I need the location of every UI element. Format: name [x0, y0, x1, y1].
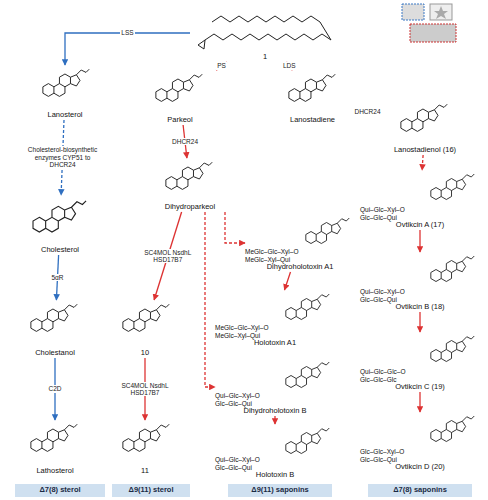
reaction-arrow	[65, 33, 190, 65]
compound-name: Ovtikcin D (20)	[395, 463, 445, 472]
compound-box: Holotoxin B Qui–Glc–Xyl–OGlc–Glc–Qui	[215, 424, 335, 480]
enzyme-label: 5αR	[50, 274, 64, 281]
compound-name: 11	[141, 467, 149, 476]
enzyme-label: PS	[216, 62, 227, 69]
class-band: Δ9(11) sterol	[112, 484, 190, 497]
compound-name: Ovtikcin A (17)	[396, 221, 444, 230]
reaction-arrow	[419, 230, 420, 252]
compound-box: Ovtikcin D (20) Glc–Glc–Xyl–OGlc–Glc–Qui	[360, 412, 480, 472]
compound-name: Cholestanol	[35, 349, 75, 358]
class-band: Δ9(11) saponins	[228, 484, 332, 497]
compound-name: Δ9(11) saponins	[251, 486, 309, 495]
compound-box: Lathosterol	[10, 420, 100, 476]
enzyme-label: DHCR24	[353, 108, 381, 115]
compound-box: Lanosterol	[10, 65, 120, 120]
reaction-arrow	[419, 312, 420, 332]
sugar-chain: Qui–Glc–Xyl–O	[360, 288, 405, 295]
sugar-chain: Glc–Glc–Qui	[215, 464, 252, 471]
steroid-skeletons	[31, 69, 474, 453]
enzyme-label: LSS	[120, 29, 134, 36]
enzyme-label: SC4MOL NsdhL HSD17B7	[118, 382, 172, 397]
compound-name: Δ7(8) sterol	[39, 486, 80, 495]
compound-name: Dihydroparkeol	[165, 203, 215, 212]
organism-thumbnails	[402, 4, 456, 42]
compound-name: Lanostadiene	[290, 116, 335, 125]
compound-box: Dihydroholotoxin A1 MeGlc–Glc–Xyl–OMeGlc–…	[245, 214, 355, 272]
sugar-chain: Glc–Glc–Qui	[360, 214, 397, 221]
compound-box: Cholestanol	[10, 300, 100, 358]
compound-box: Cholesterol	[10, 195, 110, 255]
compound-box: Holotoxin A1 MeGlc–Glc–Xyl–OMeGlc–Xyl–Qui	[215, 290, 335, 348]
compound-name: Lathosterol	[36, 467, 73, 476]
compound-name: 1	[263, 53, 267, 62]
sugar-chain: Glc–Glc–Qui	[215, 400, 252, 407]
compound-name: Holotoxin A1	[254, 339, 296, 348]
compound-name: Lanostadienol (16)	[394, 146, 456, 155]
sugar-chain: Qui–Glc–Xyl–O	[360, 206, 405, 213]
reaction-arrow	[216, 62, 227, 70]
reaction-arrow	[422, 155, 423, 170]
enzyme-label: DHCR24	[171, 138, 199, 145]
sugar-chain: MeGlc–Glc–Xyl–O	[215, 324, 268, 331]
compound-box: Parkeol	[135, 70, 225, 125]
compound-box: Dihydroparkeol	[140, 158, 240, 212]
compound-box: Lanostadienol (16)	[370, 100, 480, 155]
compound-name: Parkeol	[167, 116, 192, 125]
compound-name: Ovtikcin B (18)	[395, 303, 444, 312]
compound-box: 10	[110, 300, 180, 358]
compound-name: Holotoxin B	[256, 471, 294, 480]
compound-name: 10	[141, 349, 149, 358]
enzyme-label: LDS	[282, 62, 297, 69]
enzyme-label: SC4MOL NsdhL HSD17B7	[141, 249, 195, 264]
sugar-chain: MeGlc–Glc–Xyl–O	[245, 248, 298, 255]
reaction-arrow	[205, 212, 215, 387]
compound-name: Lanosterol	[47, 111, 82, 120]
compound-box: 11	[110, 420, 180, 476]
sugar-chain: Glc–Glc–Glc	[360, 376, 396, 383]
reaction-arrow	[419, 392, 420, 412]
reaction-arrow	[274, 416, 275, 424]
class-band: Δ7(8) saponins	[368, 484, 472, 497]
compound-box: Lanostadiene	[260, 70, 365, 125]
sugar-chain: MeGlc–Xyl–Qui	[245, 256, 290, 263]
sugar-chain: Qui–Glc–Glc–O	[360, 368, 406, 375]
compound-name: Ovtikcin C (19)	[395, 383, 445, 392]
compound-box: Ovtikcin B (18) Qui–Glc–Xyl–OGlc–Glc–Qui	[360, 252, 480, 312]
compound-name: Dihydroholotoxin B	[244, 407, 307, 416]
reaction-arrow	[285, 272, 291, 290]
sugar-chain: MeGlc–Xyl–Qui	[215, 332, 260, 339]
compound-name: Dihydroholotoxin A1	[267, 263, 334, 272]
enzyme-label: C2D	[47, 385, 62, 392]
compound-box: Ovtikcin A (17) Qui–Glc–Xyl–OGlc–Glc–Qui	[360, 170, 480, 230]
sugar-chain: Glc–Glc–Xyl–O	[360, 448, 404, 455]
compound-name: Δ9(11) sterol	[129, 486, 174, 495]
sugar-chain: Glc–Glc–Qui	[360, 296, 397, 303]
compound-name: Δ7(8) saponins	[393, 486, 447, 495]
sugar-chain: Qui–Glc–Xyl–O	[215, 456, 260, 463]
sugar-chain: Qui–Glc–Xyl–O	[215, 392, 260, 399]
squalene-chain	[198, 16, 331, 49]
compound-box: Dihydroholotoxin B Qui–Glc–Xyl–OGlc–Glc–Q…	[215, 358, 335, 416]
compound-name: Cholesterol	[41, 246, 79, 255]
class-band: Δ7(8) sterol	[15, 484, 105, 497]
reaction-arrow	[225, 212, 245, 243]
sugar-chain: Glc–Glc–Qui	[360, 456, 397, 463]
enzyme-label: Cholesterol-biosynthetic enzymes CYP51 t…	[21, 146, 105, 168]
compound-box: 1	[190, 4, 340, 62]
compound-box: Ovtikcin C (19) Qui–Glc–Glc–OGlc–Glc–Glc	[360, 332, 480, 392]
